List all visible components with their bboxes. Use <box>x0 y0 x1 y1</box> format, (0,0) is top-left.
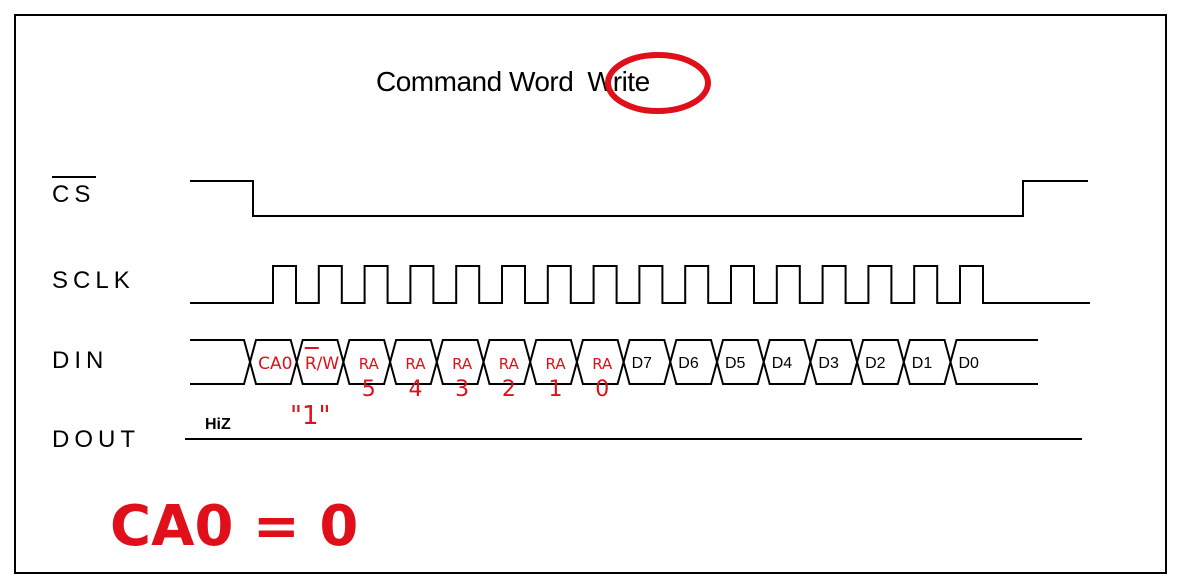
ca0-note: CA0 = 0 <box>110 494 358 550</box>
title-prefix: Command Word <box>376 66 574 97</box>
din-bit-index-annotation: 4 <box>408 377 422 402</box>
rw-value-note: "1" <box>290 401 330 431</box>
din-bit-label: D2 <box>865 355 886 372</box>
din-bit-index-annotation: 5 <box>362 377 376 402</box>
din-bit-label: D0 <box>959 355 980 372</box>
title-highlight: Write <box>587 66 650 97</box>
din-bit-annotation: RA <box>359 355 380 373</box>
din-bit-label: D5 <box>725 355 746 372</box>
din-bit-index-annotation: 0 <box>595 377 609 402</box>
cs-overbar <box>52 176 96 178</box>
dout-label: DOUT <box>52 426 140 453</box>
din-bit-annotation: RA <box>452 355 473 373</box>
din-bit-annotation: CA0 <box>258 354 292 374</box>
din-bit-label: D4 <box>772 355 793 372</box>
sclk-waveform <box>190 265 1090 304</box>
din-bit-index-annotation: 2 <box>502 377 516 402</box>
din-bus-cells <box>190 339 1038 385</box>
din-bit-annotation: RA <box>499 355 520 373</box>
din-bit-annotation: RA <box>592 355 613 373</box>
write-highlight-circle <box>605 52 711 114</box>
din-bit-index-annotation: 1 <box>549 377 563 402</box>
din-label: DIN <box>52 347 109 374</box>
sclk-label: SCLK <box>52 267 135 294</box>
din-bit-label: D3 <box>818 355 839 372</box>
din-bit-annotation: RA <box>546 355 567 373</box>
din-bit-index-annotation: 3 <box>455 377 469 402</box>
cs-label: CS <box>52 181 96 208</box>
dout-hiz-label: HiZ <box>205 416 231 433</box>
handwritten-annotations: CA0 R/W RA 5 RA 4 RA 3 RA 2 RA 1 RA 0 <box>258 347 613 402</box>
din-bus: D7 D6 D5 D4 D3 D2 D1 D0 <box>190 339 1038 385</box>
din-bit-annotation: RA <box>405 355 426 373</box>
diagram-title: Command Word Write <box>376 66 650 98</box>
din-bit-label: D7 <box>632 355 653 372</box>
din-bit-label: D6 <box>678 355 699 372</box>
cs-waveform <box>190 180 1088 217</box>
timing-diagram: D7 D6 D5 D4 D3 D2 D1 D0 CA0 R/W RA 5 RA 4 RA 3 RA 2 RA 1 RA… <box>110 52 1090 550</box>
din-bit-label: D1 <box>912 355 933 372</box>
din-bit-annotation: R/W <box>305 354 340 374</box>
